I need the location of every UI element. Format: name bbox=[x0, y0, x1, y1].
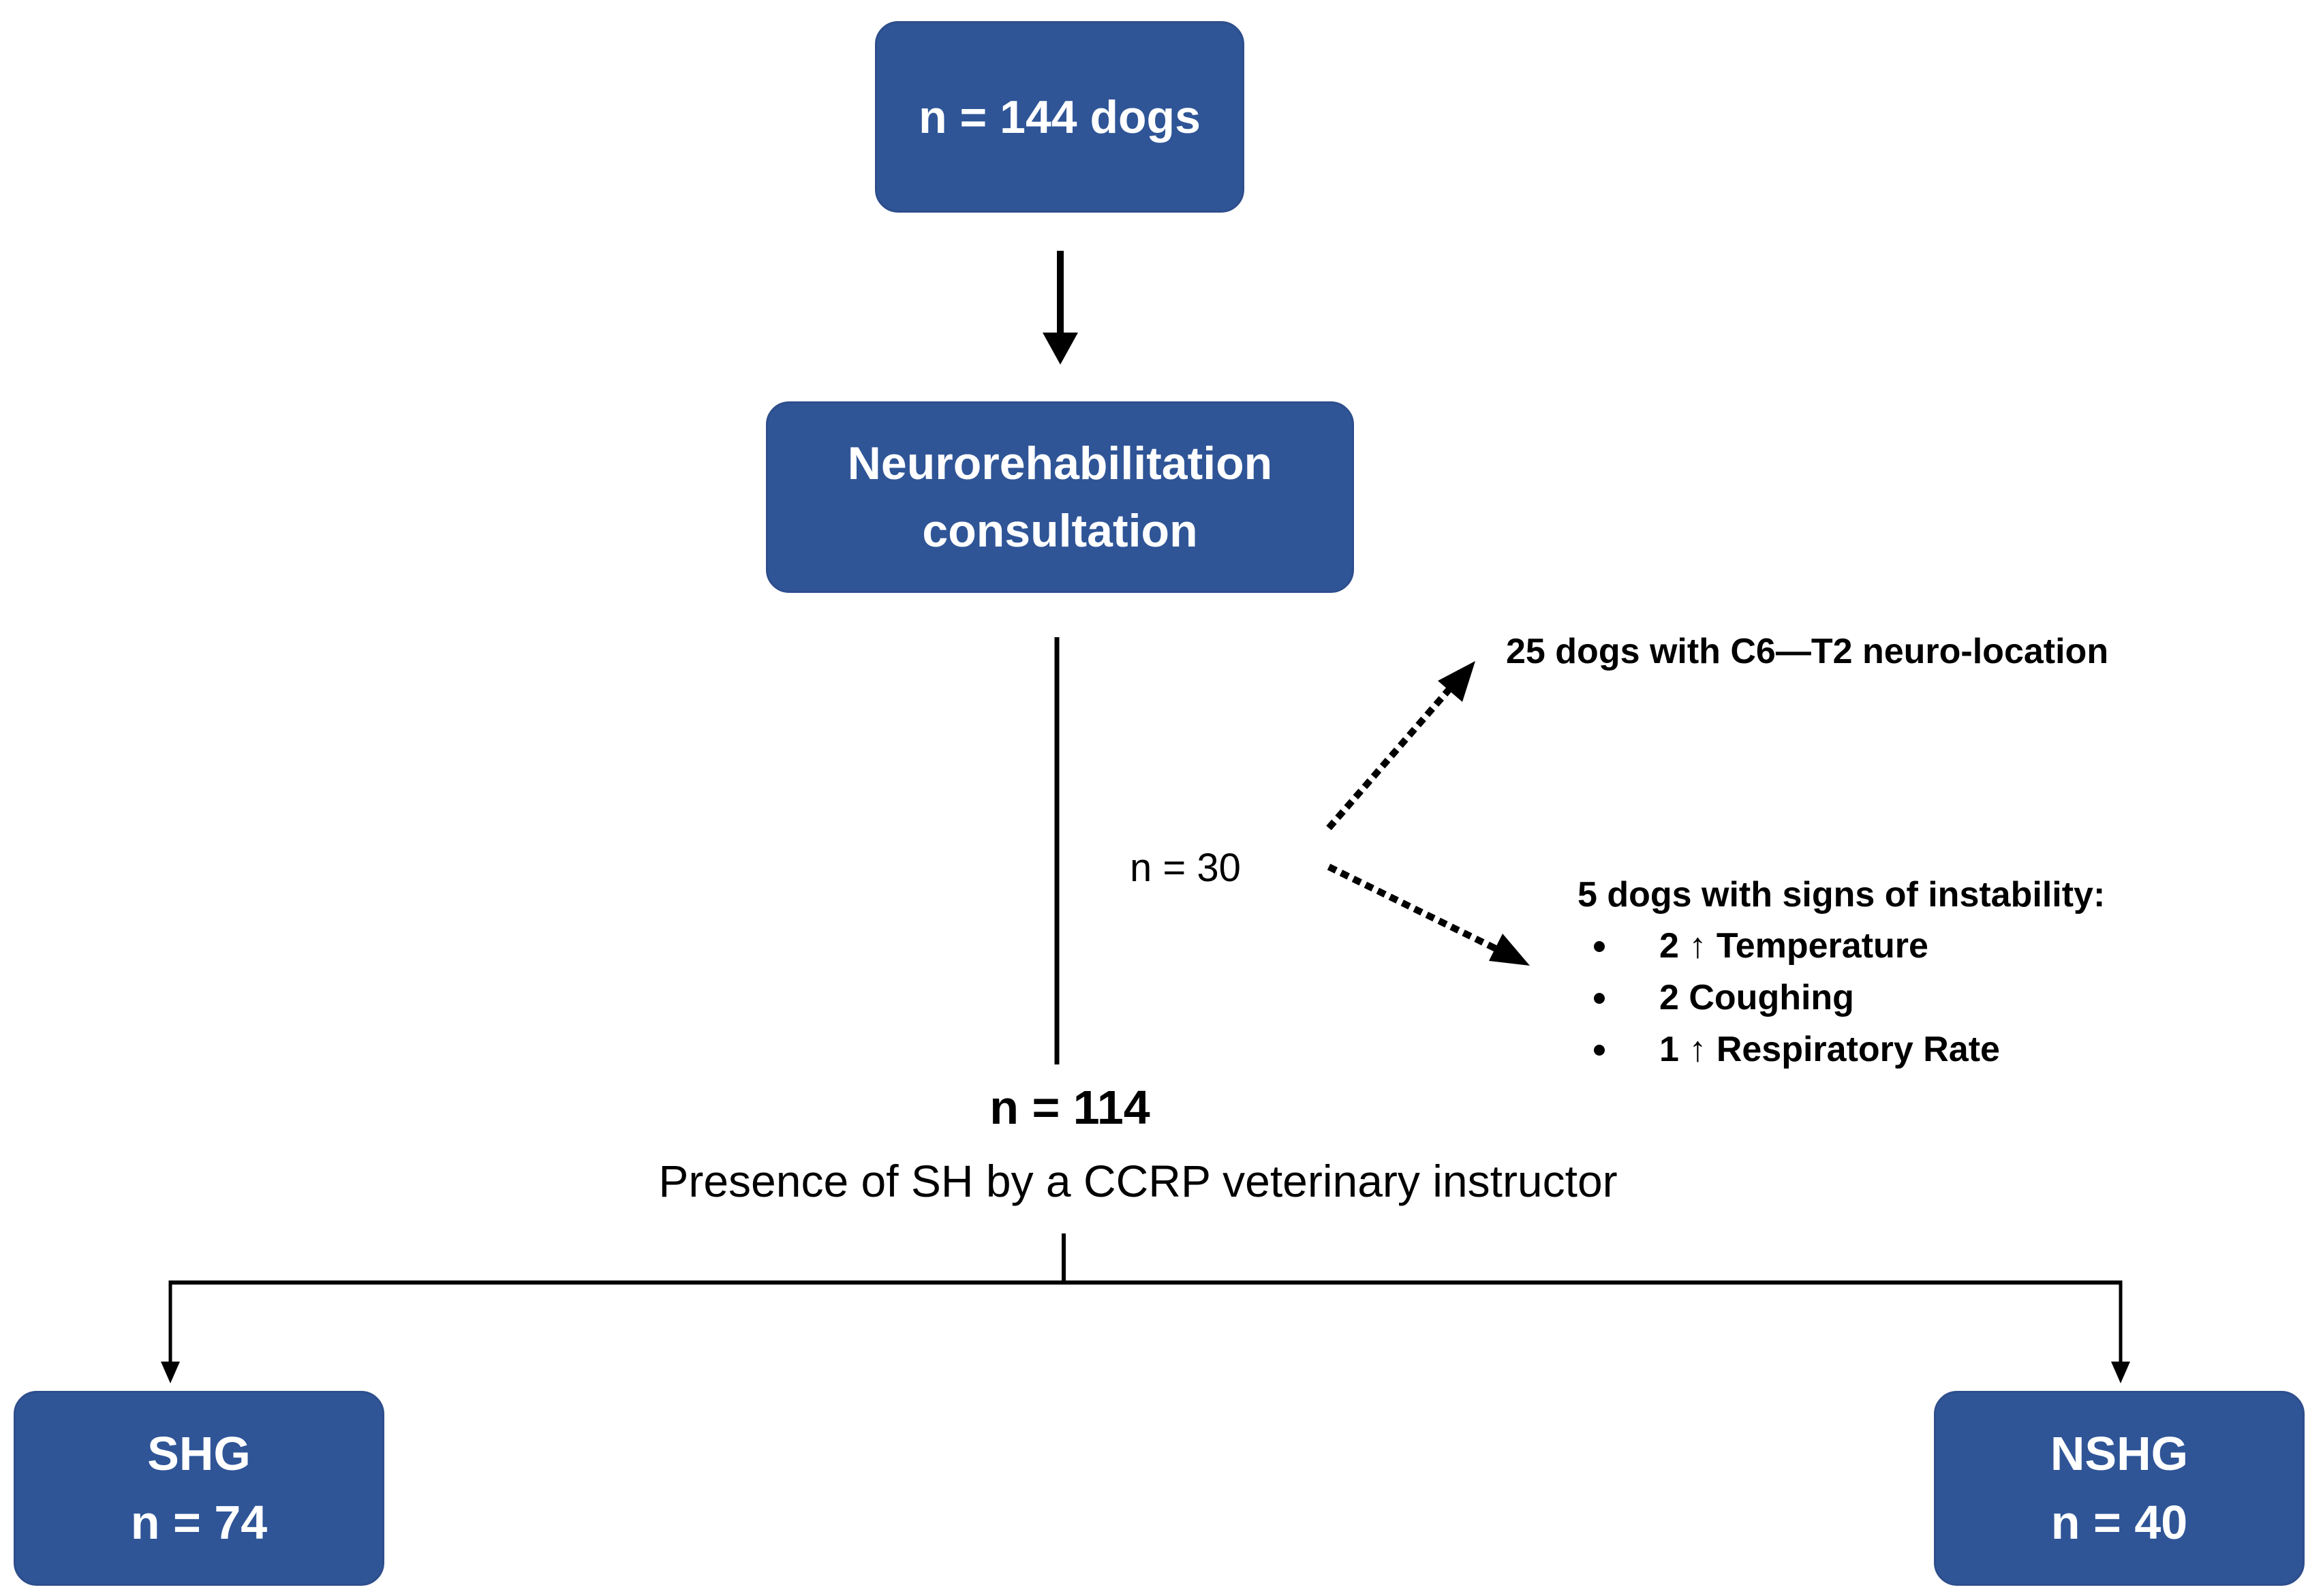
consultation-box: Neurorehabilitation consultation bbox=[766, 401, 1354, 593]
shg-label: SHG bbox=[147, 1426, 251, 1480]
exclusion-instability-title: 5 dogs with signs of instability: bbox=[1578, 875, 2106, 915]
arrowhead-instability bbox=[1489, 934, 1530, 966]
included-count: n = 114 bbox=[989, 1081, 1150, 1134]
arrowhead-to-shg bbox=[161, 1362, 180, 1383]
arrowhead-top-to-consultation bbox=[1043, 333, 1078, 365]
excluded-count: n = 30 bbox=[1130, 846, 1241, 890]
included-description: Presence of SH by a CCRP veterinary inst… bbox=[658, 1156, 1618, 1206]
list-item: 2 ↑ Temperature bbox=[1578, 920, 2000, 972]
list-item: 2 Coughing bbox=[1578, 972, 2000, 1024]
arrowhead-neuro-location bbox=[1438, 661, 1475, 702]
consultation-label-line1: Neurorehabilitation bbox=[847, 437, 1273, 489]
exclusion-neuro-location: 25 dogs with C6—T2 neuro-location bbox=[1506, 632, 2109, 671]
shg-box: SHG n = 74 bbox=[14, 1391, 384, 1586]
list-item: 1 ↑ Respiratory Rate bbox=[1578, 1024, 2000, 1075]
dotted-arrow-neuro-location bbox=[1326, 686, 1453, 831]
total-dogs-box: n = 144 dogs bbox=[875, 21, 1244, 213]
nshg-label: NSHG bbox=[2050, 1426, 2189, 1480]
total-dogs-label: n = 144 dogs bbox=[919, 91, 1201, 143]
consultation-label-line2: consultation bbox=[922, 504, 1198, 557]
nshg-count: n = 40 bbox=[2050, 1496, 2188, 1549]
dotted-arrow-instability bbox=[1327, 863, 1498, 952]
instability-list: 2 ↑ Temperature 2 Coughing 1 ↑ Respirato… bbox=[1578, 920, 2000, 1075]
nshg-box: NSHG n = 40 bbox=[1934, 1391, 2305, 1586]
arrowhead-to-nshg bbox=[2111, 1362, 2130, 1383]
shg-count: n = 74 bbox=[130, 1496, 268, 1549]
